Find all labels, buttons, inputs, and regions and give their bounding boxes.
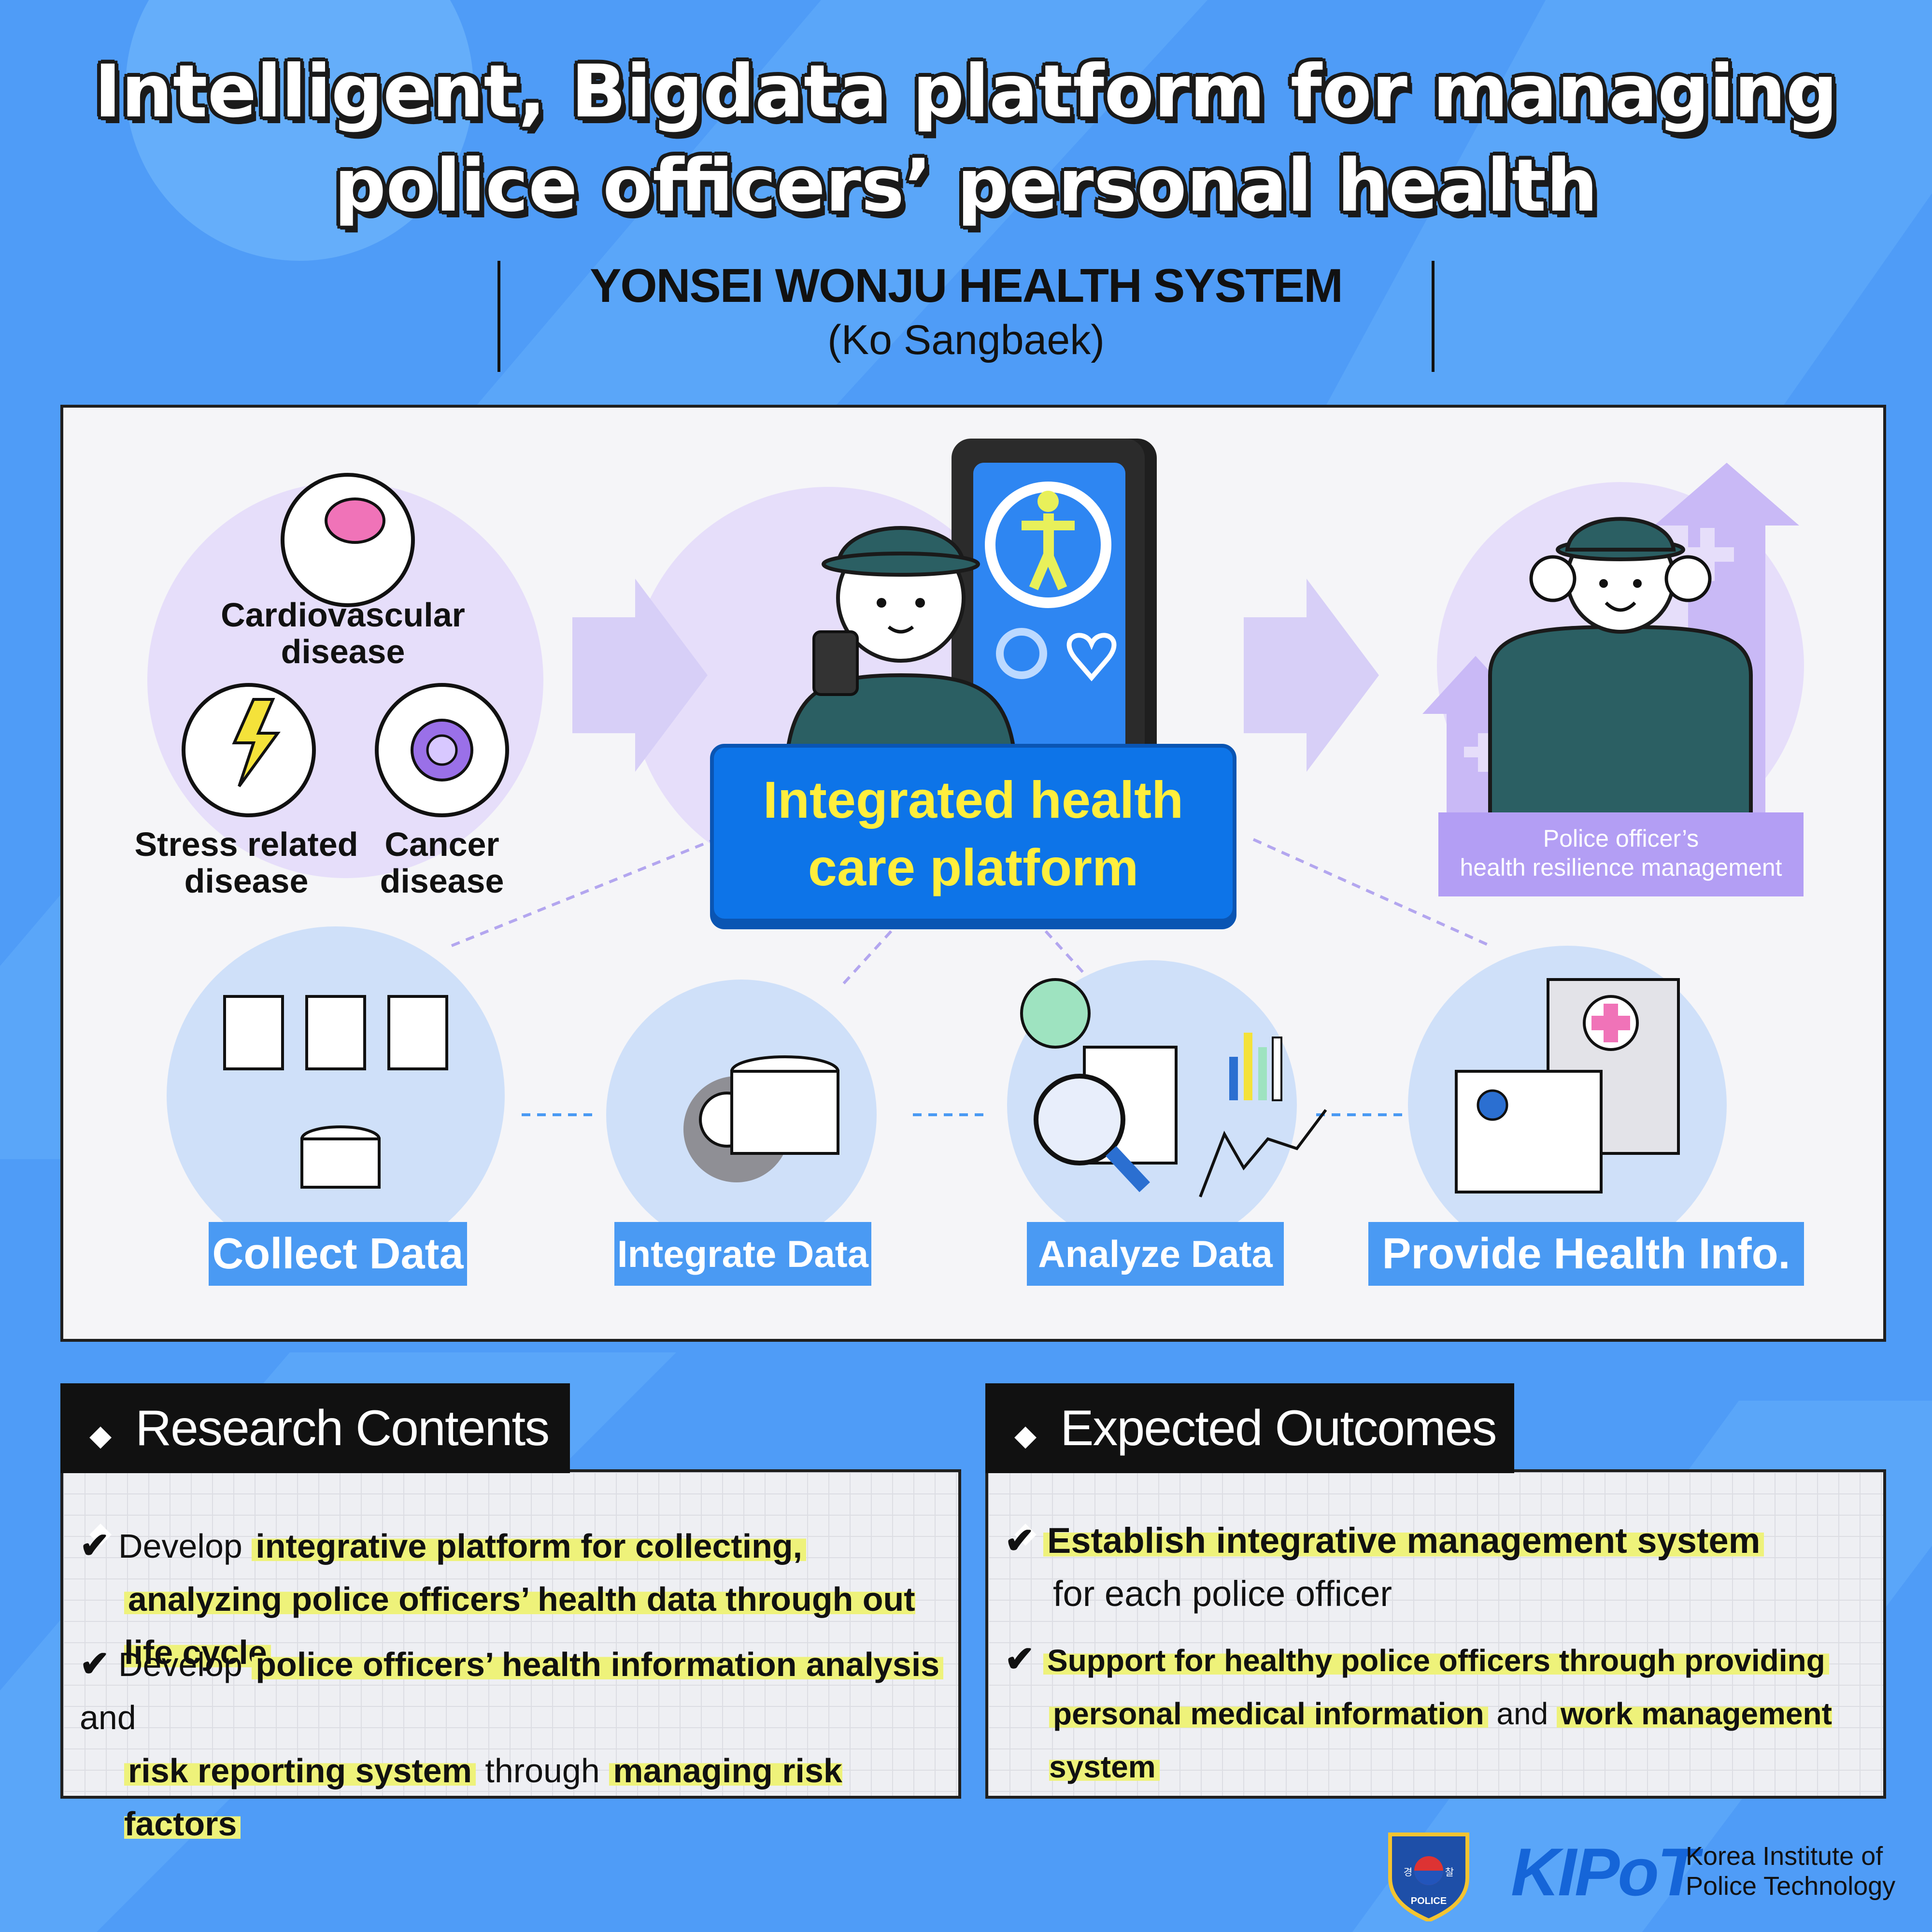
platform-line2: care platform: [808, 838, 1139, 896]
institute-name-line2: Police Technology: [1686, 1872, 1896, 1901]
title-line2: police officers’ personal health: [334, 144, 1598, 228]
checkmark-icon: ✔: [80, 1644, 110, 1684]
step-integrate-data: Integrate Data: [614, 1222, 871, 1286]
label-cardiovascular: Cardiovascular disease: [203, 597, 483, 670]
outcome-item-2: ✔Support for healthy police officers thr…: [1005, 1633, 1879, 1793]
checkmark-icon: ✔: [1005, 1520, 1035, 1561]
diamond-icon: ◆: [89, 1419, 112, 1451]
expected-outcomes-heading: Expected Outcomes: [1060, 1400, 1497, 1456]
outcome-item-2-highlight-1: Support for healthy police officers thro…: [1043, 1643, 1829, 1678]
step-collect-data: Collect Data: [209, 1222, 467, 1286]
label-stress-line1: Stress related: [134, 825, 358, 863]
outcome-item-1-rest: for each police officer: [1053, 1574, 1392, 1614]
label-stress-line2: disease: [184, 862, 309, 900]
outcome-item-1-highlight: Establish integrative management system: [1043, 1520, 1764, 1561]
resilience-line1: Police officer’s: [1543, 825, 1699, 852]
kipot-logo: KIPoT: [1511, 1834, 1698, 1910]
resilience-label: Police officer’s health resilience manag…: [1438, 812, 1804, 896]
title-line1: Intelligent, Bigdata platform for managi…: [94, 50, 1838, 134]
expected-outcomes-tab: ◆ Expected Outcomes ◆: [985, 1383, 1514, 1548]
research-item-1-highlight-1: integrative platform for collecting,: [252, 1527, 807, 1565]
label-cancer: Cancer disease: [357, 826, 526, 899]
diagram-graphics: [147, 439, 1804, 1264]
research-item-2-connector-2: through: [475, 1752, 610, 1790]
integrated-platform-box: Integrated health care platform: [710, 744, 1236, 923]
step-provide-health-info: Provide Health Info.: [1368, 1222, 1804, 1286]
divider-left: [497, 261, 500, 372]
resilience-line2: health resilience management: [1460, 854, 1782, 881]
outcome-item-2-connector: and: [1488, 1696, 1557, 1731]
research-contents-tab: ◆ Research Contents ◆: [60, 1383, 570, 1548]
police-badge-han-2: 찰: [1445, 1867, 1454, 1878]
institute-name: Korea Institute of Police Technology: [1686, 1841, 1895, 1901]
checkmark-icon: ✔: [1005, 1639, 1035, 1679]
diamond-icon: ◆: [1014, 1419, 1037, 1451]
research-item-2-lead: Develop: [118, 1646, 252, 1683]
researcher-name: (Ko Sangbaek): [827, 317, 1105, 363]
label-cancer-line2: disease: [380, 862, 504, 900]
research-item-1-lead: Develop: [118, 1527, 252, 1565]
diamond-icon: ◆: [1014, 1516, 1037, 1548]
label-cancer-line1: Cancer: [384, 825, 499, 863]
research-item-2-connector-1: and: [80, 1699, 136, 1736]
label-cardiovascular-line2: disease: [281, 633, 405, 670]
diamond-icon: ◆: [89, 1516, 112, 1548]
research-item-2-highlight-1: police officers’ health information anal…: [252, 1646, 944, 1683]
police-badge-icon: [1388, 1833, 1469, 1921]
outcome-item-2-highlight-2: personal medical information: [1049, 1696, 1488, 1731]
divider-right: [1432, 261, 1435, 372]
checkmark-icon: ✔: [80, 1525, 110, 1565]
outcome-item-1: ✔Establish integrative management system…: [1005, 1514, 1879, 1620]
platform-line1: Integrated health: [763, 770, 1184, 829]
organization-name: YONSEI WONJU HEALTH SYSTEM: [590, 259, 1343, 312]
label-stress: Stress related disease: [111, 826, 382, 899]
research-item-2: ✔Develop police officers’ health informa…: [80, 1637, 949, 1850]
institute-name-line1: Korea Institute of: [1686, 1842, 1883, 1871]
research-contents-heading: Research Contents: [135, 1400, 550, 1456]
research-item-2-highlight-2: risk reporting system: [124, 1752, 476, 1790]
label-cardiovascular-line1: Cardiovascular: [221, 596, 465, 634]
police-badge-han-1: 경: [1403, 1867, 1413, 1878]
step-analyze-data: Analyze Data: [1027, 1222, 1284, 1286]
police-badge-text: POLICE: [1410, 1896, 1447, 1906]
